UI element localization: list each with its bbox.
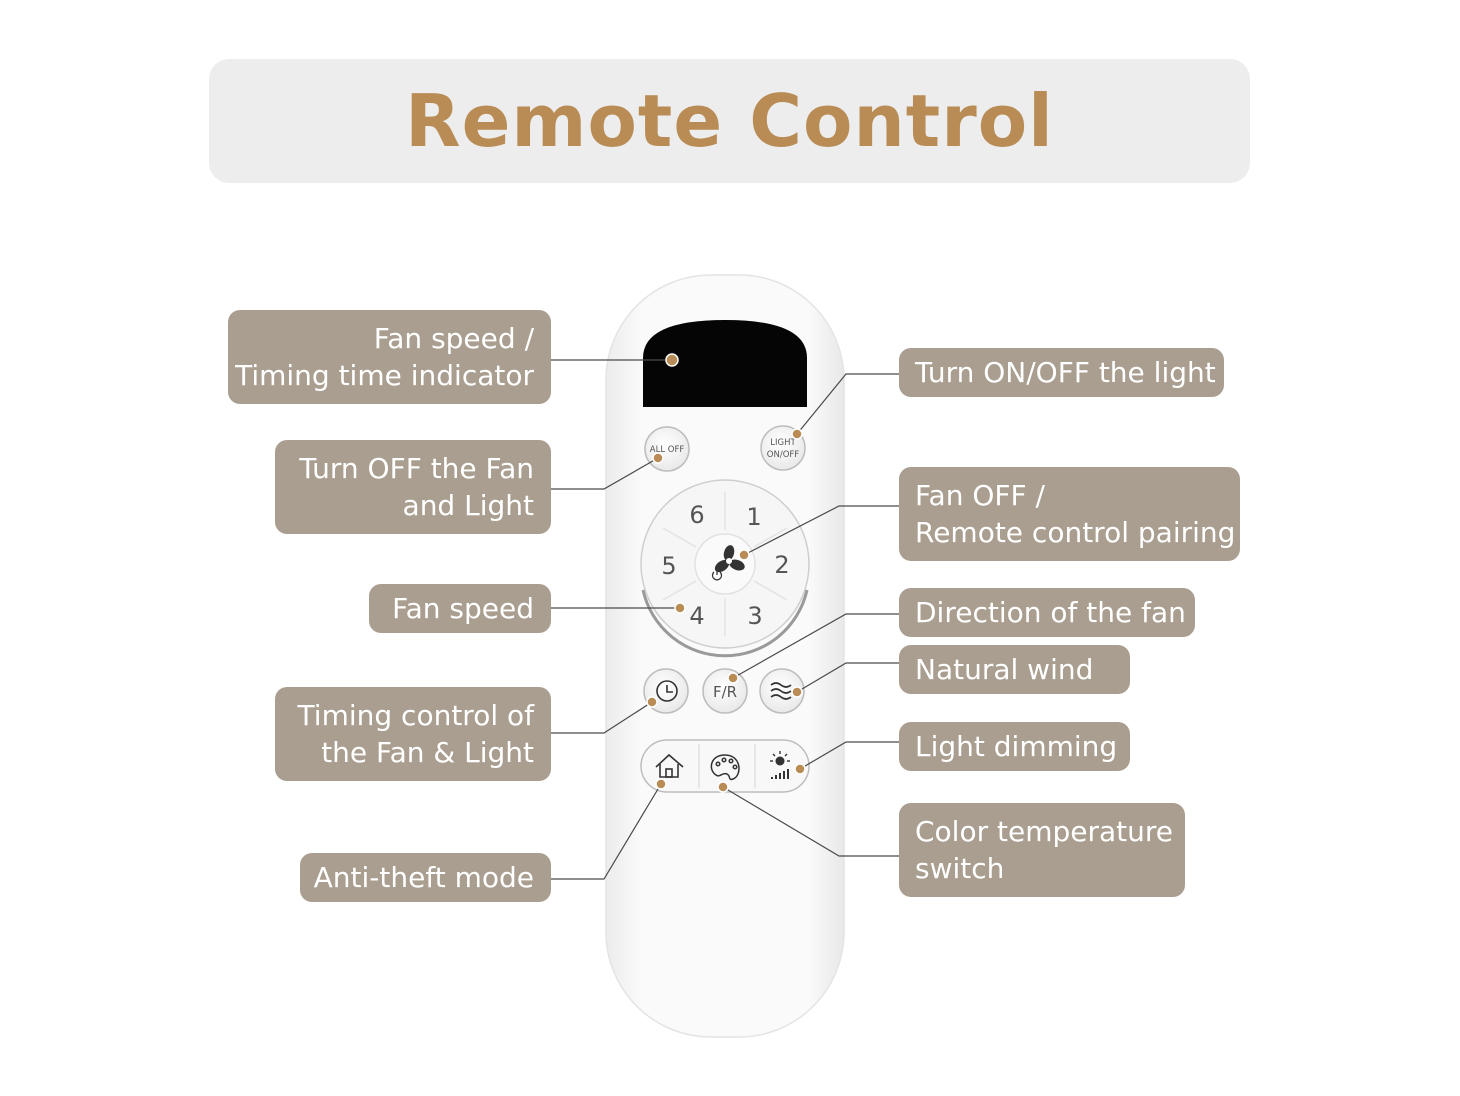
label-fan-off-line1: Fan OFF / bbox=[915, 479, 1045, 512]
leader-timing bbox=[551, 701, 653, 734]
leader-turn-off bbox=[551, 457, 659, 490]
leader-direction bbox=[732, 613, 899, 679]
wind-icon bbox=[770, 682, 792, 700]
dial-number-6[interactable]: 6 bbox=[689, 501, 704, 529]
brightness-icon bbox=[770, 751, 790, 779]
label-direction-line1: Direction of the fan bbox=[915, 596, 1186, 629]
leader-anti-theft bbox=[551, 783, 662, 880]
label-natural-wind-line1: Natural wind bbox=[915, 653, 1094, 686]
label-fan-speed-indicator-line1: Fan speed / bbox=[373, 322, 534, 355]
clock-icon bbox=[656, 680, 678, 702]
dial-number-3[interactable]: 3 bbox=[747, 602, 762, 630]
dial-number-2[interactable]: 2 bbox=[774, 551, 789, 579]
label-turn-off-line2: and Light bbox=[402, 489, 534, 522]
all-off-label: ALL OFF bbox=[650, 445, 685, 455]
dimming-button[interactable] bbox=[757, 744, 805, 788]
label-direction: Direction of the fan bbox=[899, 588, 1195, 637]
leader-light bbox=[796, 373, 899, 435]
color-temp-button[interactable] bbox=[701, 744, 753, 788]
label-turn-off-line1: Turn OFF the Fan bbox=[299, 452, 534, 485]
palette-icon bbox=[710, 754, 740, 781]
label-light-line1: Turn ON/OFF the light bbox=[915, 356, 1216, 389]
label-color-temp-line1: Color temperature bbox=[915, 815, 1174, 848]
label-light-dimming-line1: Light dimming bbox=[915, 730, 1118, 763]
home-button[interactable] bbox=[645, 744, 697, 788]
page-title: Remote Control bbox=[405, 79, 1054, 163]
dial-number-5[interactable]: 5 bbox=[661, 552, 676, 580]
fan-icon[interactable] bbox=[713, 544, 747, 575]
label-fan-speed: Fan speed bbox=[369, 584, 551, 633]
label-color-temp: Color temperature switch bbox=[899, 803, 1185, 897]
title-banner: Remote Control bbox=[209, 59, 1250, 183]
label-anti-theft: Anti-theft mode bbox=[300, 853, 551, 902]
label-color-temp-line2: switch bbox=[915, 852, 1005, 885]
leader-lines bbox=[551, 359, 899, 880]
label-fan-off-pairing: Fan OFF / Remote control pairing bbox=[899, 467, 1240, 561]
leader-natural-wind bbox=[796, 662, 899, 693]
label-turn-off-fan-light: Turn OFF the Fan and Light bbox=[275, 440, 551, 534]
label-timing-line1: Timing control of bbox=[297, 699, 534, 732]
label-fan-off-line2: Remote control pairing bbox=[915, 516, 1236, 549]
label-fan-speed-indicator-line2: Timing time indicator bbox=[235, 359, 534, 392]
callout-dots bbox=[646, 353, 806, 793]
leader-fan-off bbox=[743, 505, 899, 556]
label-anti-theft-line1: Anti-theft mode bbox=[313, 861, 534, 894]
remote-display bbox=[643, 320, 807, 407]
leader-color-temp bbox=[722, 786, 899, 857]
dial-number-4[interactable]: 4 bbox=[689, 602, 704, 630]
light-label-line1: LIGHT bbox=[770, 438, 796, 448]
fr-button[interactable]: F/R bbox=[702, 668, 748, 714]
label-light-dimming: Light dimming bbox=[899, 722, 1130, 771]
leader-light-dimming bbox=[799, 741, 899, 770]
natural-wind-button[interactable] bbox=[759, 668, 805, 714]
label-timing-control: Timing control of the Fan & Light bbox=[275, 687, 551, 781]
all-off-button[interactable]: ALL OFF bbox=[644, 426, 690, 472]
light-label-line2: ON/OFF bbox=[767, 450, 799, 460]
power-icon bbox=[711, 569, 723, 581]
home-icon bbox=[655, 753, 684, 778]
label-fan-speed-line1: Fan speed bbox=[392, 592, 534, 625]
fr-label: F/R bbox=[713, 683, 737, 701]
dial-number-1[interactable]: 1 bbox=[746, 503, 761, 531]
label-fan-speed-indicator: Fan speed / Timing time indicator bbox=[228, 310, 551, 404]
label-light-on-off: Turn ON/OFF the light bbox=[899, 348, 1224, 397]
label-natural-wind: Natural wind bbox=[899, 645, 1130, 694]
label-timing-line2: the Fan & Light bbox=[321, 736, 534, 769]
